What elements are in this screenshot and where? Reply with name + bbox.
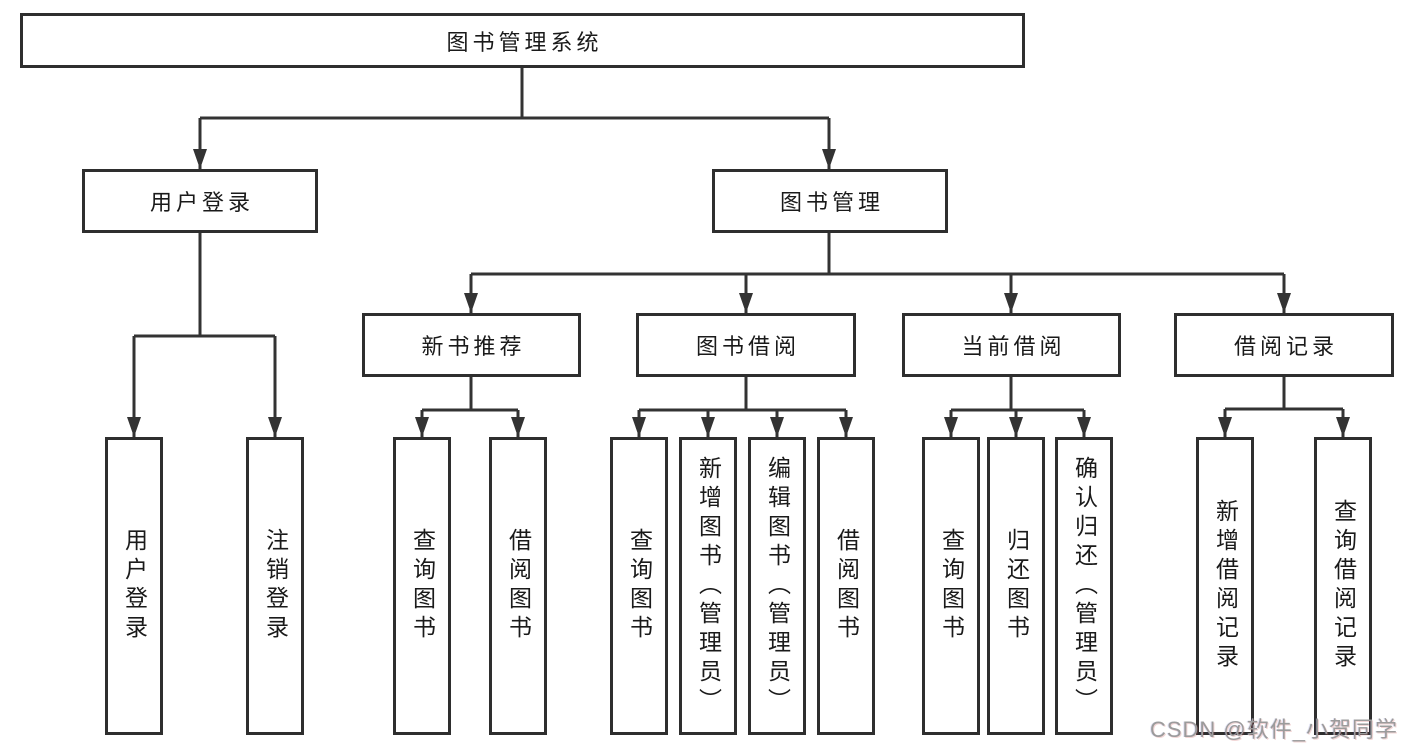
leaf-borrow-books-label: 借阅图书 — [833, 528, 860, 644]
leaf-add-borrow-record: 新增借阅记录 — [1196, 437, 1254, 735]
node-current-borrow: 当前借阅 — [902, 313, 1121, 377]
node-new-book-recommend: 新书推荐 — [362, 313, 581, 377]
leaf-query-books-current: 查询图书 — [922, 437, 980, 735]
leaf-return-books: 归还图书 — [987, 437, 1045, 735]
leaf-confirm-return-admin: 确认归还（管理员） — [1055, 437, 1113, 735]
node-user-login: 用户登录 — [82, 169, 318, 233]
leaf-add-books-admin: 新增图书（管理员） — [679, 437, 737, 735]
node-root: 图书管理系统 — [20, 13, 1025, 68]
node-book-management-label: 图书管理 — [779, 190, 884, 215]
leaf-query-borrow-record-label: 查询借阅记录 — [1330, 499, 1357, 673]
node-book-management: 图书管理 — [712, 169, 948, 233]
leaf-query-books-recommend: 查询图书 — [393, 437, 451, 735]
leaf-borrow-books-recommend: 借阅图书 — [489, 437, 547, 735]
node-book-borrow: 图书借阅 — [636, 313, 856, 377]
node-book-borrow-label: 图书借阅 — [695, 334, 800, 359]
node-borrow-records-label: 借阅记录 — [1233, 334, 1338, 359]
leaf-user-login-label: 用户登录 — [121, 528, 148, 644]
leaf-logout: 注销登录 — [246, 437, 304, 735]
leaf-borrow-books-recommend-label: 借阅图书 — [505, 528, 532, 644]
leaf-add-books-admin-label: 新增图书（管理员） — [695, 455, 722, 717]
leaf-query-books-current-label: 查询图书 — [938, 528, 965, 644]
leaf-query-books-borrow-label: 查询图书 — [626, 528, 653, 644]
leaf-user-login: 用户登录 — [105, 437, 163, 735]
node-new-book-recommend-label: 新书推荐 — [421, 334, 526, 359]
leaf-logout-label: 注销登录 — [262, 528, 289, 644]
leaf-edit-books-admin-label: 编辑图书（管理员） — [764, 455, 791, 717]
node-current-borrow-label: 当前借阅 — [961, 334, 1066, 359]
leaf-query-books-borrow: 查询图书 — [610, 437, 668, 735]
node-user-login-label: 用户登录 — [149, 190, 254, 215]
leaf-edit-books-admin: 编辑图书（管理员） — [748, 437, 806, 735]
leaf-query-borrow-record: 查询借阅记录 — [1314, 437, 1372, 735]
node-borrow-records: 借阅记录 — [1174, 313, 1394, 377]
node-root-label: 图书管理系统 — [446, 29, 603, 55]
leaf-borrow-books: 借阅图书 — [817, 437, 875, 735]
leaf-query-books-recommend-label: 查询图书 — [409, 528, 436, 644]
leaf-return-books-label: 归还图书 — [1003, 528, 1030, 644]
leaf-add-borrow-record-label: 新增借阅记录 — [1212, 499, 1239, 673]
csdn-watermark: CSDN @软件_小贺同学 — [1149, 717, 1398, 742]
leaf-confirm-return-admin-label: 确认归还（管理员） — [1071, 455, 1098, 717]
arrowhead-icons — [127, 149, 1350, 437]
